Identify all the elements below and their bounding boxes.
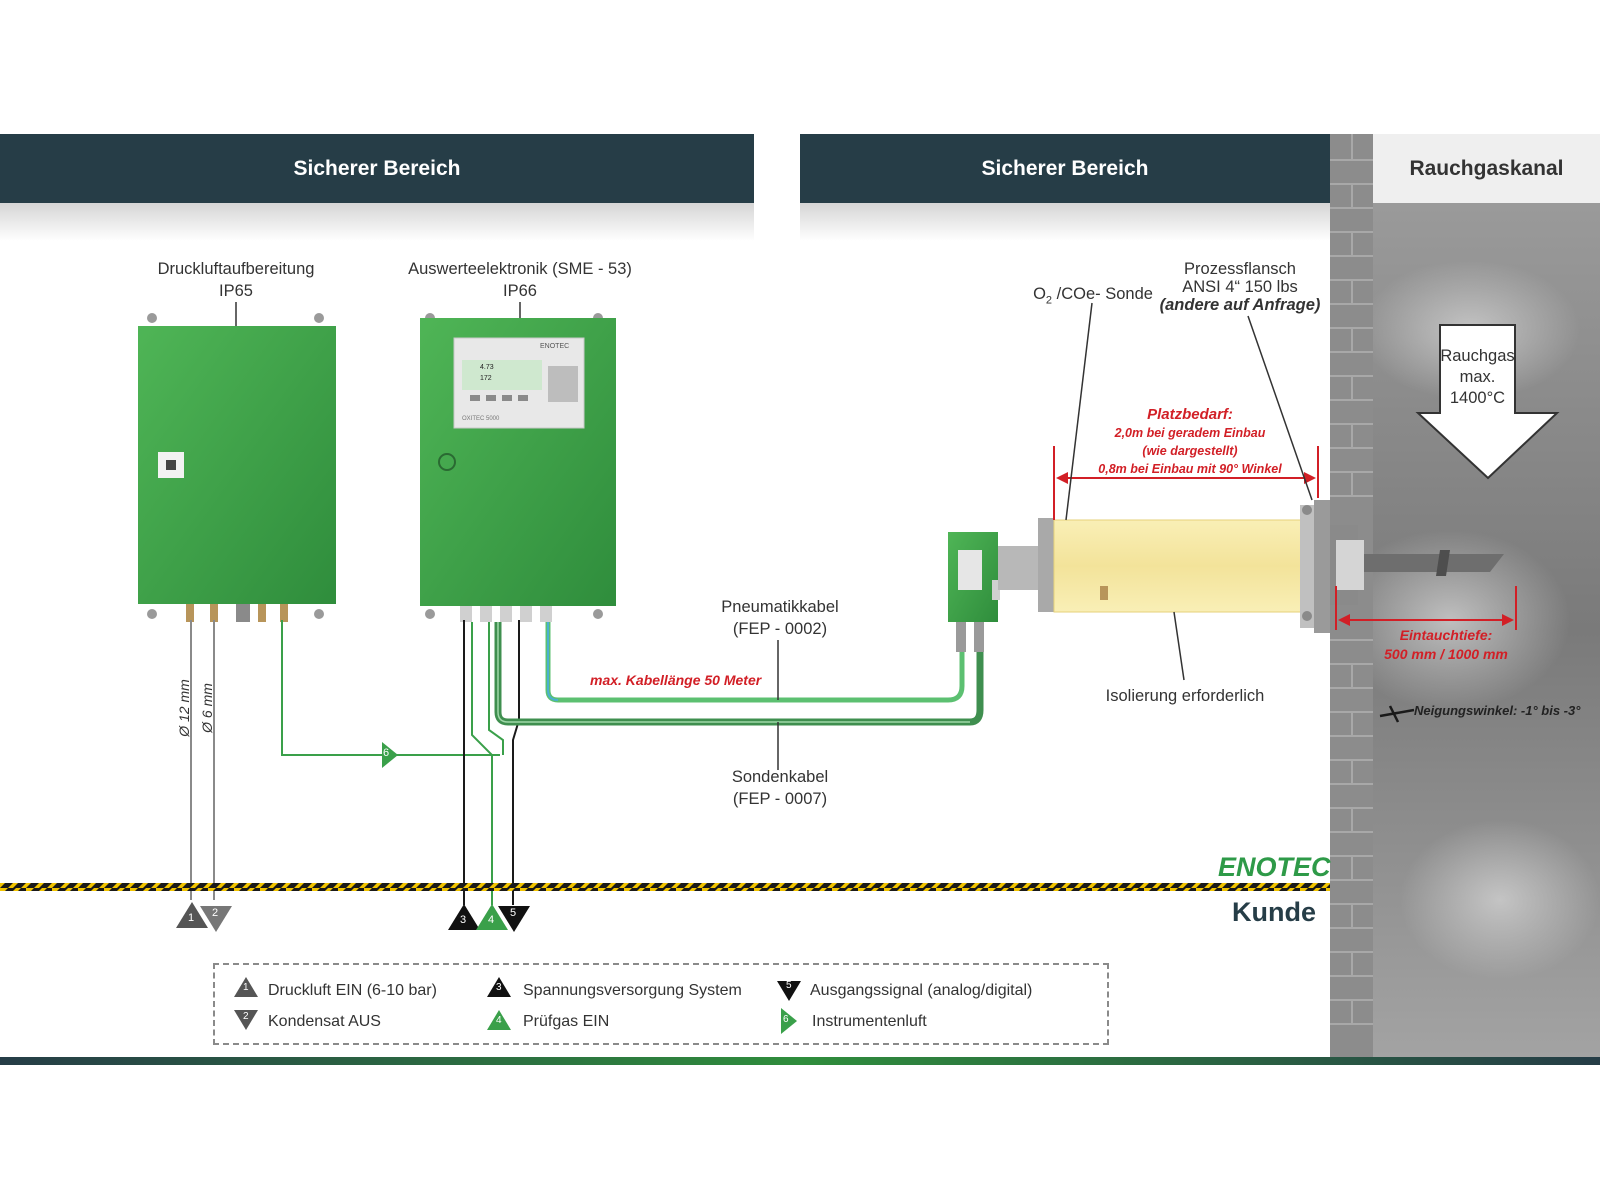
legend-item-5: Ausgangssignal (analog/digital): [810, 982, 1033, 999]
legend-item-2: Kondensat AUS: [268, 1013, 381, 1030]
legend-box: [213, 963, 1109, 1045]
display-o2-value: 4.73: [480, 364, 494, 371]
insulation: [1053, 519, 1313, 613]
customer-label: Kunde: [1232, 897, 1316, 927]
legend-item-3: Spannungsversorgung System: [523, 982, 742, 999]
space-dimension: [1053, 446, 1319, 520]
marker-5: 5: [510, 907, 517, 919]
electronics-name: Auswerteelektronik (SME - 53): [408, 260, 632, 278]
insertion-depth: Eintauchtiefe: 500 mm / 1000 mm: [1366, 626, 1526, 664]
marker-6-triangle: [382, 742, 398, 768]
insulation-label: Isolierung erforderlich: [1105, 687, 1265, 705]
legend-marker-5: 5: [786, 980, 792, 991]
display-brand: ENOTEC: [540, 343, 570, 350]
marker-3: 3: [460, 914, 467, 926]
air-prep-name: Druckluftaufbereitung: [157, 260, 315, 278]
electronics-ip: IP66: [503, 282, 537, 300]
air-prep-label: Druckluftaufbereitung IP65: [136, 258, 336, 302]
boundary-stripe: [0, 883, 1330, 891]
display-co-value: 172: [480, 375, 492, 382]
legend-marker-2: 2: [243, 1011, 249, 1022]
boundary-markers: [176, 902, 530, 932]
marker-1: 1: [188, 912, 195, 924]
flue-gas-arrow: [1415, 324, 1560, 480]
space-req-line3: 0,8m bei Einbau mit 90° Winkel: [1098, 462, 1282, 476]
air-prep-ip: IP65: [219, 282, 253, 300]
header-safe-area-left-label: Sicherer Bereich: [293, 156, 461, 180]
evaluation-electronics-cabinet: [420, 313, 616, 622]
legend-marker-6: 6: [783, 1014, 789, 1025]
space-req-line2: (wie dargestellt): [1142, 444, 1238, 458]
electronics-label: Auswerteelektronik (SME - 53) IP66: [390, 258, 650, 302]
insertion-value: 500 mm / 1000 mm: [1384, 646, 1508, 662]
flange-line3: (andere auf Anfrage): [1159, 296, 1321, 314]
pipe-6mm-label: Ø 6 mm: [199, 683, 215, 733]
legend-marker-1: 1: [243, 982, 249, 993]
insertion-dimension: [1335, 586, 1517, 630]
pneumatic-cable-label: Pneumatikkabel (FEP - 0002): [721, 598, 839, 638]
legend-marker-4: 4: [496, 1015, 502, 1026]
footer-bar: [0, 1057, 1600, 1065]
legend-item-1: Druckluft EIN (6-10 bar): [268, 982, 437, 999]
flange-line2: ANSI 4“ 150 lbs: [1182, 278, 1298, 296]
marker-6: 6: [383, 747, 390, 759]
space-req-line1: 2,0m bei geradem Einbau: [1114, 426, 1266, 440]
marker-2: 2: [212, 907, 219, 919]
header-flue-duct: Rauchgaskanal: [1373, 134, 1600, 203]
legend-marker-3: 3: [496, 982, 502, 993]
header-safe-area-right-label: Sicherer Bereich: [981, 156, 1149, 180]
flange-label: Prozessflansch ANSI 4“ 150 lbs (andere a…: [1150, 260, 1330, 314]
header-safe-area-left: Sicherer Bereich: [0, 134, 754, 203]
header-flue-duct-label: Rauchgaskanal: [1409, 156, 1564, 180]
air-preparation-cabinet: [138, 313, 336, 622]
display-model: OXITEC 5000: [462, 416, 500, 422]
insertion-title: Eintauchtiefe:: [1399, 627, 1493, 643]
probe-cable-label: Sondenkabel (FEP - 0007): [731, 768, 829, 808]
max-cable-length: max. Kabellänge 50 Meter: [590, 672, 762, 688]
probe-head: [948, 532, 1000, 652]
legend-item-6: Instrumentenluft: [812, 1013, 927, 1030]
pipe-12mm-label: Ø 12 mm: [176, 679, 192, 737]
probe-rod: [1364, 554, 1504, 572]
header-safe-area-right: Sicherer Bereich: [800, 134, 1330, 203]
legend-item-4: Prüfgas EIN: [523, 1013, 610, 1030]
supplier-label: ENOTEC: [1218, 852, 1331, 882]
space-req-title: Platzbedarf:: [1147, 406, 1233, 423]
marker-4: 4: [488, 914, 495, 926]
flange-line1: Prozessflansch: [1184, 260, 1296, 278]
probe-label: O2 /COe- Sonde: [1033, 285, 1153, 307]
space-requirement: Platzbedarf: 2,0m bei geradem Einbau (wi…: [1090, 406, 1290, 478]
inclination-label: Neigungswinkel: -1° bis -3°: [1414, 703, 1581, 718]
inclination-icon: [1379, 705, 1415, 723]
flue-gas-text: Rauchgas max. 1400°C: [1440, 347, 1515, 407]
